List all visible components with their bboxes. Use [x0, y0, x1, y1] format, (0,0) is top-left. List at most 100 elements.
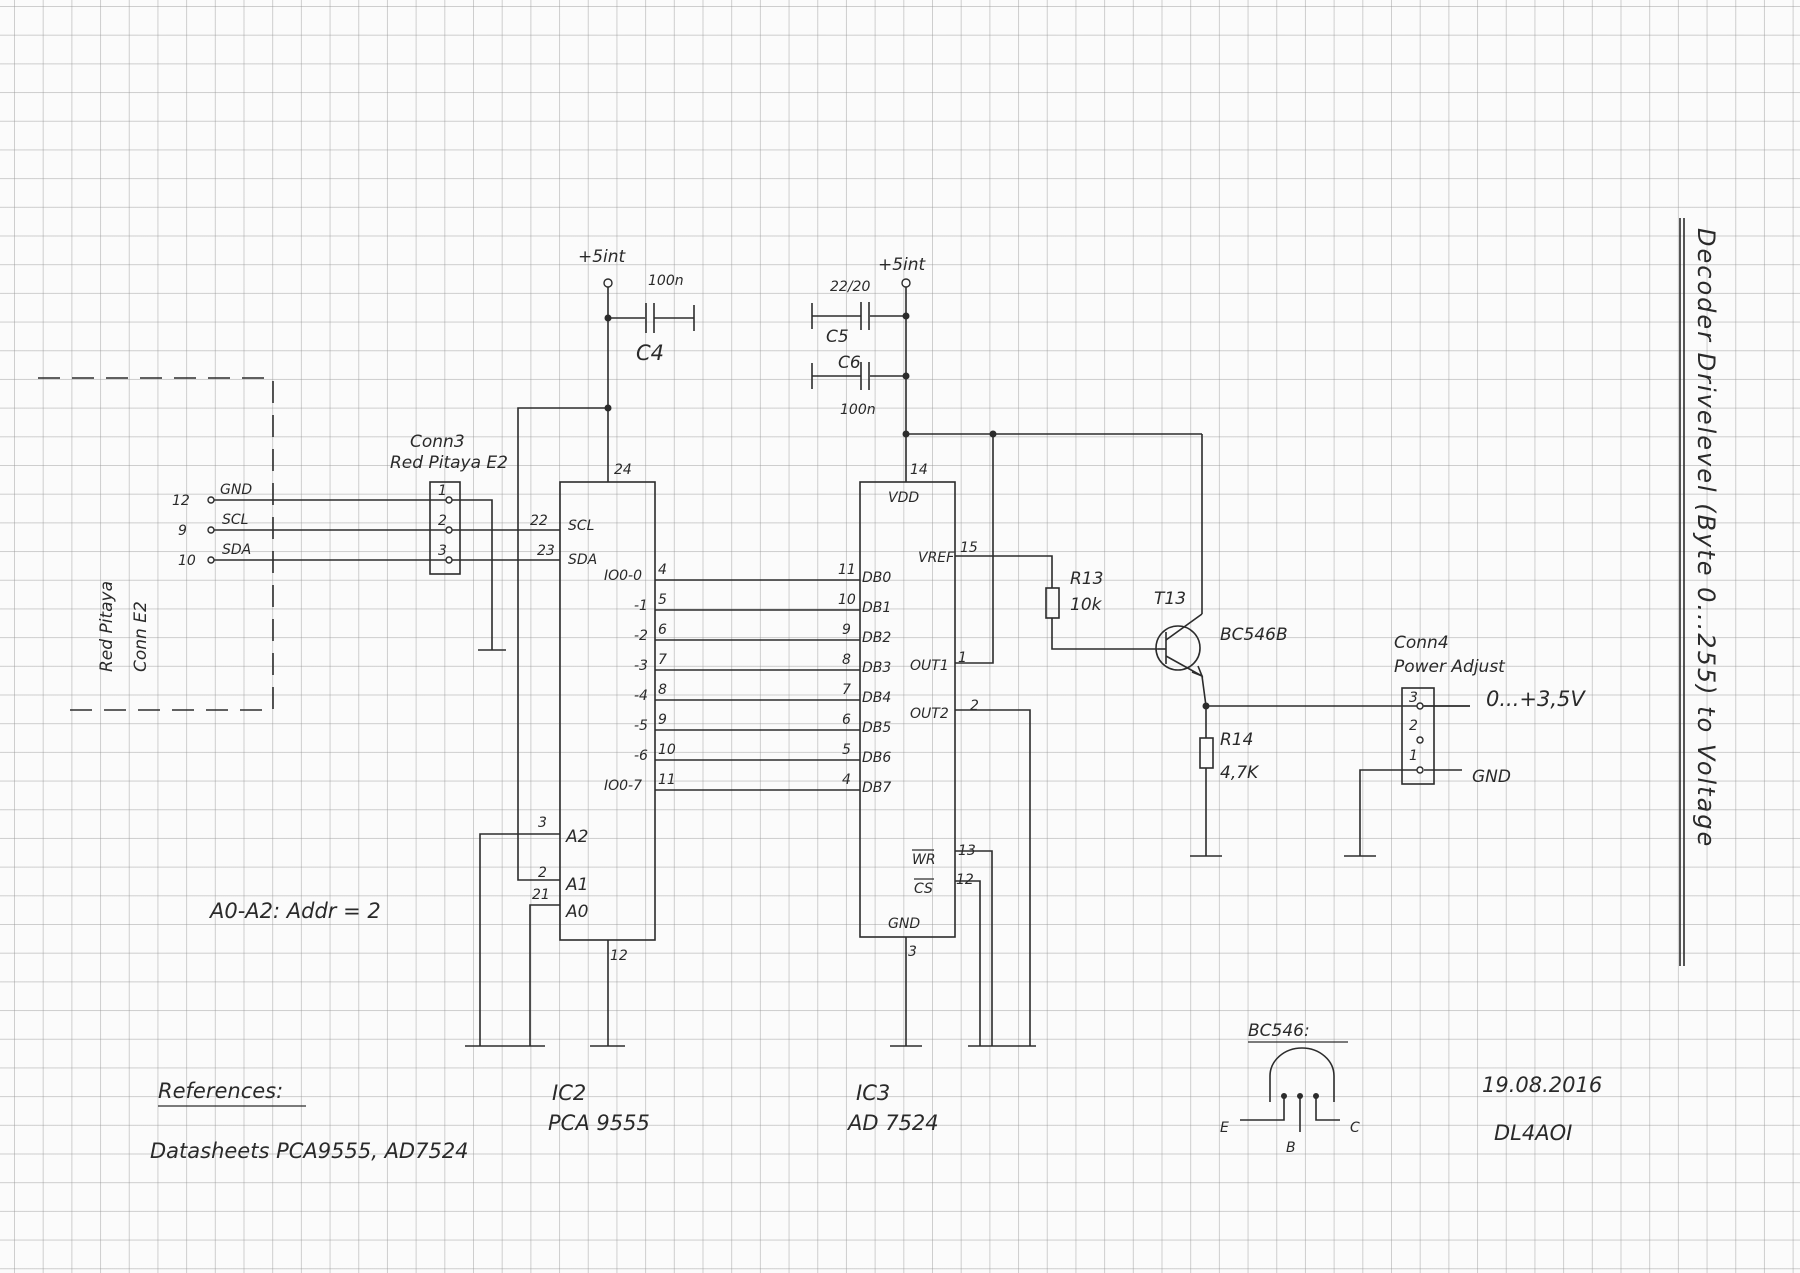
- pin-gnd-label: GND: [220, 482, 252, 498]
- conn3-body: [429, 481, 461, 575]
- references: References: Datasheets PCA9555, AD7524: [150, 1079, 469, 1163]
- ic2-a2-pin: 3: [538, 815, 547, 831]
- t13-part: BC546B: [1220, 625, 1288, 645]
- svg-text:8: 8: [658, 682, 667, 698]
- ic3-gnd-label: GND: [888, 916, 920, 932]
- conn4-name: Conn4: [1394, 633, 1449, 653]
- pin-sda-number: 10: [178, 553, 196, 569]
- pinout-b: B: [1286, 1140, 1296, 1156]
- svg-text:4: 4: [842, 772, 851, 788]
- svg-text:6: 6: [842, 712, 851, 728]
- ic3-db-label-6: DB6: [862, 750, 891, 766]
- ic3-vdd-pin: 14: [910, 462, 928, 478]
- svg-text:10: 10: [658, 742, 676, 758]
- r13-value: 10k: [1070, 595, 1103, 615]
- ic3-wr-label: WR: [912, 852, 936, 868]
- ic3-vref-label: VREF: [918, 550, 955, 566]
- pinout-body: [1269, 1047, 1335, 1102]
- svg-text:7: 7: [658, 652, 667, 668]
- ic2-sda-label: SDA: [568, 552, 597, 568]
- pin-scl-terminal: [207, 526, 215, 534]
- ic2-a0-pin: 21: [532, 887, 550, 903]
- data-bus-wires: [655, 579, 860, 791]
- ic3-db-label-3: DB3: [862, 660, 891, 676]
- c6-name: C6: [838, 353, 861, 373]
- c5-name: C5: [826, 327, 849, 347]
- svg-text:9: 9: [658, 712, 667, 728]
- svg-text:6: 6: [658, 622, 667, 638]
- ic3-out2-pin: 2: [970, 698, 979, 714]
- ic2-body: [559, 481, 656, 941]
- ic2-scl-pin: 22: [530, 513, 548, 529]
- conn4-pin-2: 2: [1409, 718, 1418, 734]
- pin-sda-terminal: [207, 556, 215, 564]
- ic3-db-label-4: DB4: [862, 690, 891, 706]
- ic3-out1-pin: 1: [958, 650, 967, 666]
- left-connector-pins: 12 GND 9 SCL 10 SDA: [172, 482, 252, 569]
- diagram-title: Decoder Drivelevel (Byte 0...255) to Vol…: [1692, 228, 1720, 848]
- left-rail-label: +5int: [578, 247, 627, 267]
- c4-value: 100n: [648, 273, 684, 289]
- svg-text:11: 11: [838, 562, 856, 578]
- t13-body: [1155, 625, 1201, 671]
- svg-text:10: 10: [838, 592, 856, 608]
- ic2-ref: IC2: [552, 1081, 586, 1105]
- ic2-io-label-7: IO0-7: [604, 778, 642, 794]
- ic2-io-label-6: -6: [634, 748, 648, 764]
- t13-name: T13: [1154, 589, 1186, 609]
- ic3-db-label-7: DB7: [862, 780, 891, 796]
- right-rail-terminal: [901, 278, 911, 288]
- conn3-pin-1: 1: [438, 483, 447, 499]
- ic2-io-label-3: -3: [634, 658, 648, 674]
- red-pitaya-label: Red Pitaya: [97, 581, 117, 672]
- address-wiring: [465, 833, 625, 1047]
- svg-text:7: 7: [842, 682, 851, 698]
- references-title: References:: [158, 1079, 283, 1103]
- conn3-pin-3: 3: [438, 543, 447, 559]
- conn4-gnd-label: GND: [1472, 767, 1511, 787]
- conn4-desc: Power Adjust: [1394, 657, 1506, 677]
- ic2-io-label-0: IO0-0: [604, 568, 642, 584]
- ic3-vref-pin: 15: [960, 540, 978, 556]
- ic2-io-label-5: -5: [634, 718, 648, 734]
- pin-sda-label: SDA: [222, 542, 251, 558]
- left-rail-terminal: [603, 278, 613, 288]
- pinout-c: C: [1350, 1120, 1360, 1136]
- ic2-io-label-1: -1: [634, 598, 648, 614]
- left-power-rail: +5int 100n C4: [517, 247, 695, 881]
- c5-value: 22/20: [830, 279, 870, 295]
- pin-scl-number: 9: [178, 523, 187, 539]
- ic3-cs-pin: 12: [956, 872, 974, 888]
- pinout-e: E: [1220, 1120, 1229, 1136]
- i2c-wires: [214, 499, 560, 651]
- r14-body: [1199, 737, 1214, 769]
- r14-value: 4,7K: [1220, 763, 1260, 783]
- address-note: A0-A2: Addr = 2: [208, 899, 381, 923]
- conn3: Conn3 Red Pitaya E2 1 2 3: [390, 432, 508, 575]
- svg-text:9: 9: [842, 622, 851, 638]
- ic3-cs-label: CS: [914, 881, 933, 897]
- ic3-part: AD 7524: [846, 1111, 939, 1135]
- output-network: R13 10k T13 BC546B R14 4,7K: [890, 555, 1470, 1047]
- conn3-pin-2: 2: [438, 513, 447, 529]
- pin-gnd-terminal: [207, 496, 215, 504]
- ic2-io-label-2: -2: [634, 628, 648, 644]
- ic3-out2-label: OUT2: [910, 706, 949, 722]
- ic3-db-label-1: DB1: [862, 600, 891, 616]
- c4-name: C4: [636, 341, 664, 365]
- conn3-desc: Red Pitaya E2: [390, 453, 508, 473]
- ic2-scl-label: SCL: [568, 518, 594, 534]
- red-pitaya-conn-label: Conn E2: [131, 601, 151, 672]
- r13-body: [1045, 587, 1060, 619]
- conn4-pin-3: 3: [1409, 690, 1418, 706]
- ic3-ad7524: 14 VDD VREF 15 OUT1 1 OUT2 2 WR 13 CS 12…: [838, 462, 979, 1135]
- ic3-db-label-0: DB0: [862, 570, 891, 586]
- svg-text:11: 11: [658, 772, 676, 788]
- bc546-pinout: BC546: E B C: [1220, 1021, 1360, 1156]
- ic2-part: PCA 9555: [548, 1111, 650, 1135]
- ic2-io-label-4: -4: [634, 688, 648, 704]
- ic2-a1-pin: 2: [538, 865, 547, 881]
- svg-text:5: 5: [842, 742, 851, 758]
- conn4-body: [1401, 687, 1435, 785]
